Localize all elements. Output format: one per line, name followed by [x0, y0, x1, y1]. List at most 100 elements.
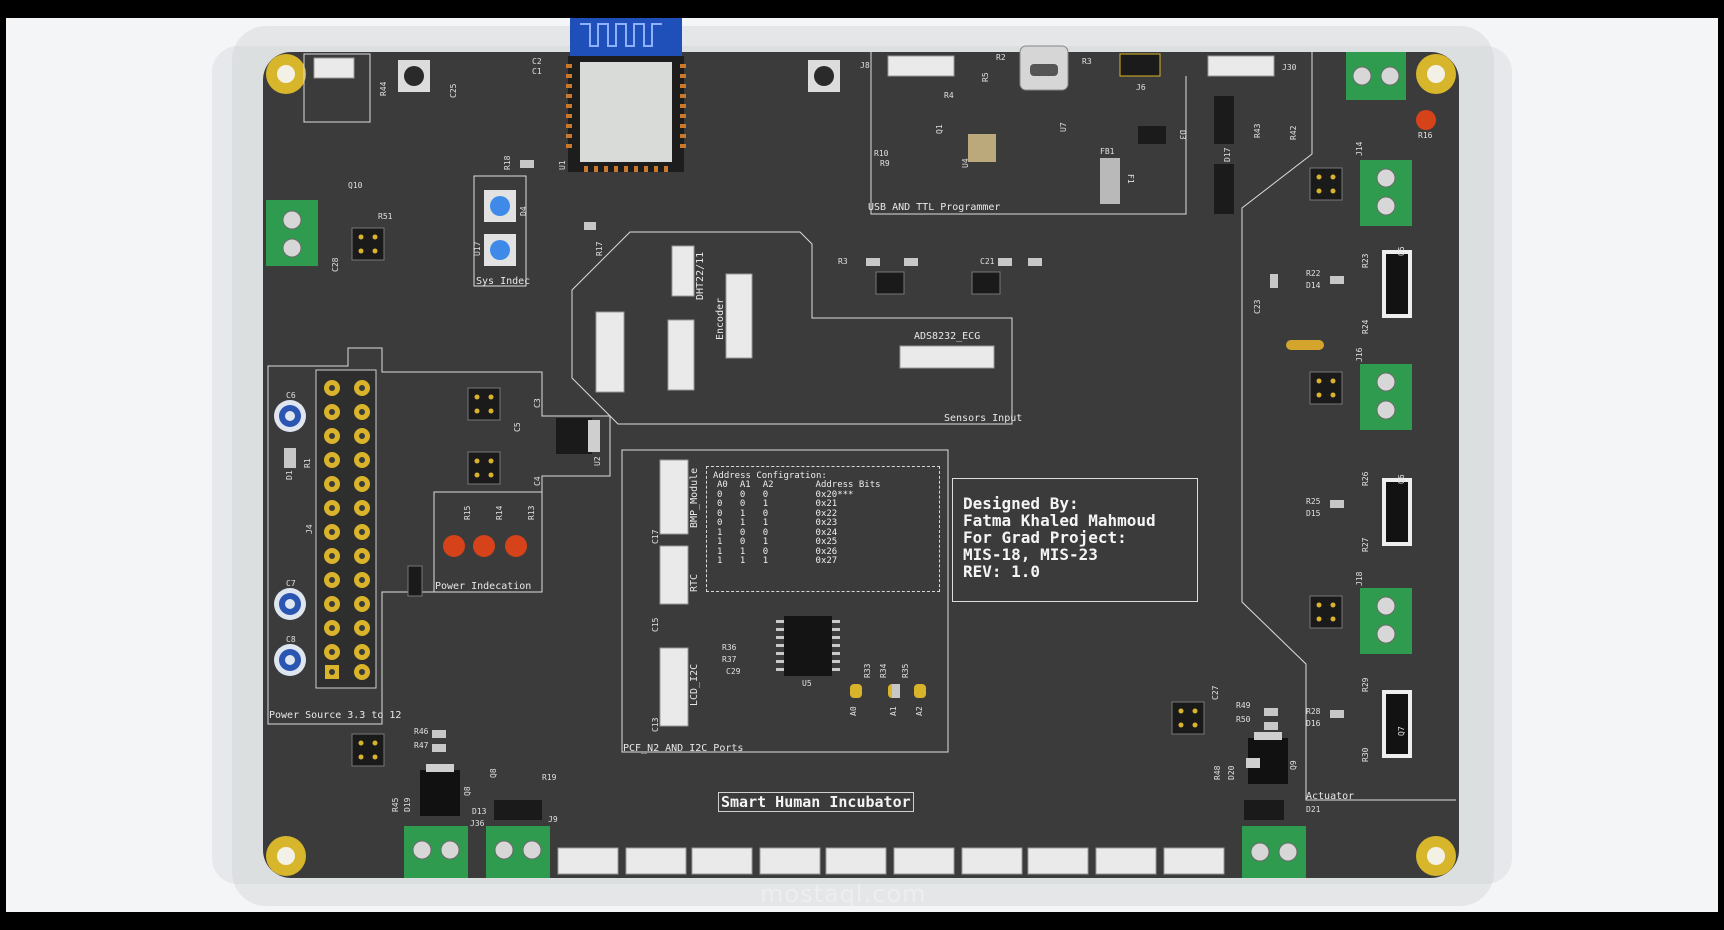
silk-box-power — [267, 347, 611, 725]
ref-c24: R42 — [1289, 125, 1298, 140]
ref-r3: R3 — [1082, 57, 1092, 66]
designed-by-box: Designed By: Fatma Khaled Mahmoud For Gr… — [952, 478, 1198, 602]
ref-u7: U7 — [1059, 122, 1068, 132]
silk-box-j-top — [303, 53, 371, 123]
jumper-r3 — [875, 271, 905, 295]
designed-line-1: Designed By: — [963, 494, 1079, 513]
ref-c29: C29 — [726, 667, 741, 676]
ref-d14b: D4 — [519, 206, 528, 216]
address-cell: 0 — [762, 527, 769, 538]
jst-bottom-6 — [893, 847, 955, 875]
ref-r2: R2 — [996, 53, 1006, 62]
address-cell: 1 — [762, 556, 769, 566]
ref-r36: R36 — [722, 643, 737, 652]
mount-hole-tl — [266, 54, 306, 94]
diode-d21 — [1244, 800, 1284, 820]
connector-rtc-label: RTC — [689, 573, 700, 592]
section-power-indication-label: Power Indecation — [435, 581, 532, 592]
ref-j14: J14 — [1355, 141, 1364, 156]
jst-bottom-8 — [1027, 847, 1089, 875]
silk-box-pcf — [621, 449, 949, 753]
ref-r24: R24 — [1361, 319, 1370, 334]
board-title: Smart Human Incubator — [718, 792, 914, 812]
ref-j36: J36 — [470, 819, 485, 828]
ref-r1: R1 — [303, 458, 312, 468]
jst-bottom-5 — [825, 847, 887, 875]
ref-q6: Q6 — [1397, 474, 1406, 484]
ref-r10: R10 — [874, 149, 889, 158]
jst-header-rtc — [659, 545, 689, 605]
ref-d15: D15 — [1306, 509, 1321, 518]
jumper-j14 — [1309, 167, 1343, 201]
address-cell: 0 — [717, 508, 723, 519]
designed-line-4: MIS-18, MIS-23 — [963, 545, 1098, 564]
ref-r26: R26 — [1361, 471, 1370, 486]
ref-d13: D13 — [472, 807, 487, 816]
jst-bottom-3 — [691, 847, 753, 875]
section-sensors-label: Sensors Input — [944, 413, 1023, 424]
address-cell: 0 — [762, 546, 769, 557]
ref-c7: C7 — [286, 579, 296, 588]
ref-d20: D20 — [1227, 765, 1236, 780]
address-col-3: Address Bits — [815, 480, 881, 490]
silk-box-pwr-ind — [433, 491, 543, 593]
jst-header-bmp — [659, 459, 689, 535]
mosfet-q7 — [1382, 690, 1412, 758]
ref-r23: R23 — [1361, 253, 1370, 268]
pcb-surface — [263, 52, 1459, 878]
address-cell: 0 — [739, 537, 746, 547]
ref-r48: R48 — [1213, 765, 1222, 780]
address-cell: 0x20*** — [815, 489, 854, 500]
ref-r5: R5 — [981, 72, 990, 82]
ref-j30: J30 — [1282, 63, 1297, 72]
address-cell: 0x24 — [815, 527, 838, 538]
jumper-j18 — [1309, 595, 1343, 629]
ref-j16: J16 — [1355, 347, 1364, 362]
address-cell: 0x23 — [815, 518, 838, 528]
led-pwr-2 — [473, 535, 495, 557]
ref-c6: C6 — [286, 391, 296, 400]
ref-j8: J8 — [860, 61, 870, 70]
dpak-q8 — [420, 764, 460, 816]
ref-r37: R37 — [722, 655, 737, 664]
pad-a2 — [914, 684, 926, 698]
address-cell: 1 — [717, 546, 723, 557]
ref-a1: A1 — [889, 706, 898, 716]
ref-fb1: FB1 — [1100, 147, 1115, 156]
ref-c13: C13 — [651, 717, 660, 732]
ref-r35: R35 — [901, 663, 910, 678]
ref-d19: D19 — [403, 797, 412, 812]
ref-r14: R14 — [495, 505, 504, 520]
jumper-r47 — [351, 733, 385, 767]
ref-q1: Q1 — [935, 124, 944, 134]
jst-header-ds18 — [595, 311, 625, 393]
address-col-1: A1 — [739, 480, 751, 490]
silk-box-sensors — [571, 231, 1013, 425]
ref-d16: D16 — [1306, 719, 1321, 728]
address-col-2: A2 — [762, 480, 774, 490]
push-button-left — [398, 60, 430, 92]
mount-hole-bl — [266, 836, 306, 876]
ref-r25: R25 — [1306, 497, 1321, 506]
connector-encoder-label: Encoder — [715, 297, 726, 340]
ref-a0: A0 — [849, 706, 858, 716]
d3-diode — [1138, 126, 1166, 144]
jst-header-top-left — [313, 57, 355, 79]
address-cell: 0 — [739, 499, 746, 509]
jst-header-encoder — [725, 273, 753, 359]
led-pwr-3 — [505, 535, 527, 557]
address-cell: 1 — [739, 556, 746, 566]
ref-q4: Q8 — [489, 768, 498, 778]
j4-header — [315, 369, 377, 689]
ref-q9: Q9 — [1289, 760, 1298, 770]
regulator-u2 — [556, 418, 592, 454]
address-cell: 1 — [739, 518, 746, 528]
ref-c25: C25 — [449, 83, 458, 98]
jumper-small — [407, 565, 423, 597]
